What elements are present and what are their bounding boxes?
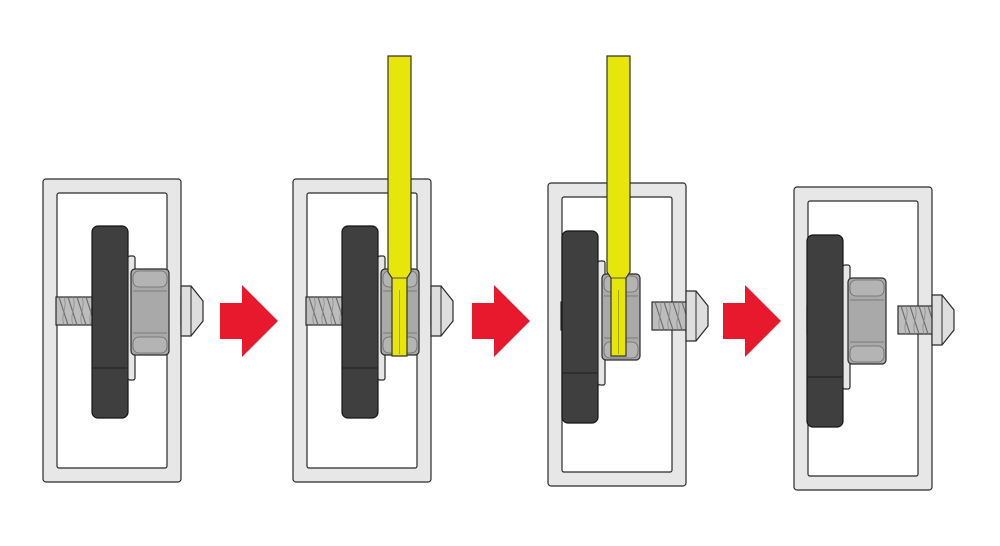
thread-crest bbox=[71, 296, 75, 326]
tool-body bbox=[606, 55, 631, 357]
step-1 bbox=[42, 178, 204, 483]
thread-line bbox=[326, 296, 337, 326]
thread-crest bbox=[922, 305, 926, 335]
thread-line bbox=[308, 296, 319, 326]
bolt-head bbox=[180, 285, 204, 337]
wheel bbox=[561, 230, 599, 424]
thread-crest bbox=[312, 296, 316, 326]
thread-line bbox=[909, 305, 920, 335]
nut-face-top bbox=[849, 279, 885, 297]
thread-line bbox=[76, 296, 87, 326]
thread-crest bbox=[330, 296, 334, 326]
thread-line bbox=[918, 305, 929, 335]
thread-line bbox=[663, 301, 674, 331]
arrow-1 bbox=[220, 285, 278, 357]
nut-face-bottom bbox=[132, 336, 168, 354]
thread-crest bbox=[904, 305, 908, 335]
nut-edges bbox=[133, 290, 167, 334]
wheel bbox=[91, 225, 129, 419]
yellow-tool bbox=[387, 55, 412, 357]
thread-line bbox=[58, 296, 69, 326]
thread-line bbox=[67, 296, 78, 326]
wheel bbox=[806, 234, 844, 428]
thread-crest bbox=[321, 296, 325, 326]
thread-crest bbox=[80, 296, 84, 326]
thread-line bbox=[317, 296, 328, 326]
wheel bbox=[341, 225, 379, 419]
bolt-shaft bbox=[55, 296, 95, 326]
arrow-2 bbox=[472, 285, 530, 357]
thread-line bbox=[654, 301, 665, 331]
thread-crest bbox=[658, 301, 662, 331]
bolt-head bbox=[685, 290, 709, 342]
thread-crest bbox=[667, 301, 671, 331]
bolt-head bbox=[931, 294, 955, 346]
tool-body bbox=[387, 55, 412, 357]
thread-crest bbox=[62, 296, 66, 326]
thread-crest bbox=[676, 301, 680, 331]
thread-crest bbox=[913, 305, 917, 335]
nut-edges bbox=[850, 299, 884, 343]
step-4 bbox=[793, 186, 955, 491]
nut-face-bottom bbox=[849, 345, 885, 363]
nut-face-top bbox=[132, 270, 168, 288]
arrow-3 bbox=[723, 285, 781, 357]
thread-line bbox=[672, 301, 683, 331]
step-2 bbox=[292, 55, 454, 483]
step-3 bbox=[547, 55, 709, 487]
yellow-tool bbox=[606, 55, 631, 357]
bolt-head bbox=[430, 285, 454, 337]
thread-line bbox=[900, 305, 911, 335]
bolt-shaft bbox=[305, 296, 345, 326]
